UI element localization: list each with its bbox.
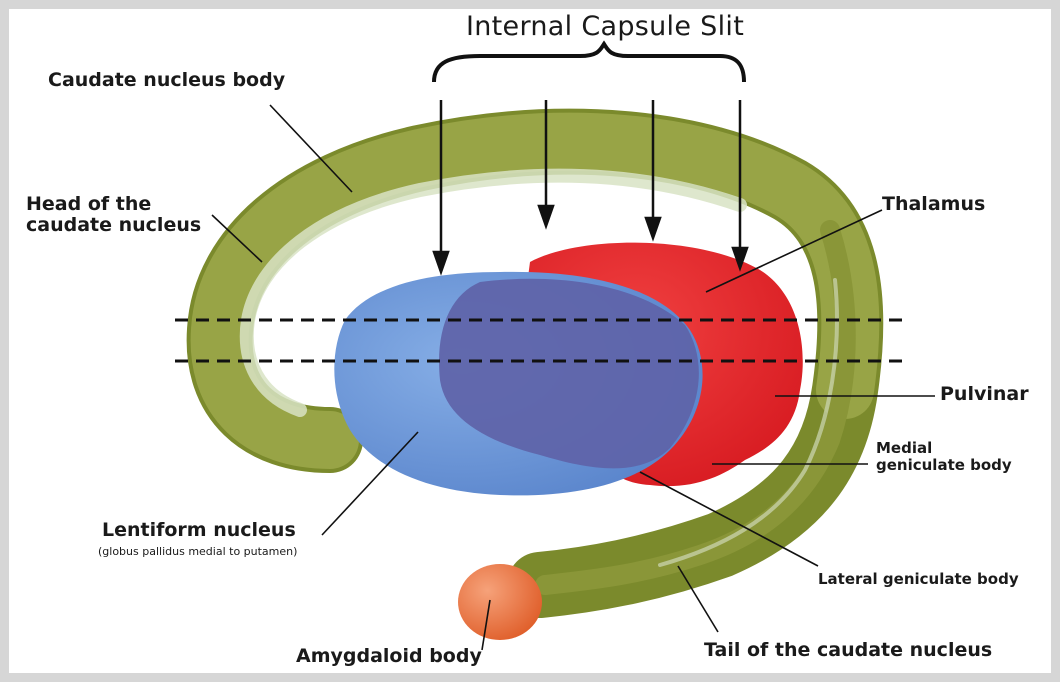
internal-capsule-slit-label: Internal Capsule Slit bbox=[466, 12, 744, 42]
head-caudate-label-line2: caudate nucleus bbox=[26, 215, 201, 236]
caudate-body-label: Caudate nucleus body bbox=[48, 70, 285, 91]
thalamus-label: Thalamus bbox=[882, 194, 985, 215]
internal-capsule-brace bbox=[434, 44, 744, 82]
lentiform-label: Lentiform nucleus bbox=[102, 520, 296, 541]
medial-geniculate-label: Medial geniculate body bbox=[876, 440, 1012, 474]
tail-caudate-label: Tail of the caudate nucleus bbox=[704, 640, 992, 661]
medial-geniculate-label-line1: Medial bbox=[876, 440, 1012, 457]
head-caudate-label-line1: Head of the bbox=[26, 194, 201, 215]
amygdaloid-label: Amygdaloid body bbox=[296, 646, 482, 667]
amygdaloid-body-shape bbox=[458, 564, 542, 640]
lateral-geniculate-label: Lateral geniculate body bbox=[818, 571, 1019, 588]
lentiform-sublabel: (globus pallidus medial to putamen) bbox=[98, 546, 297, 558]
head-caudate-label: Head of the caudate nucleus bbox=[26, 194, 201, 237]
medial-geniculate-label-line2: geniculate body bbox=[876, 457, 1012, 474]
pulvinar-label: Pulvinar bbox=[940, 384, 1029, 405]
